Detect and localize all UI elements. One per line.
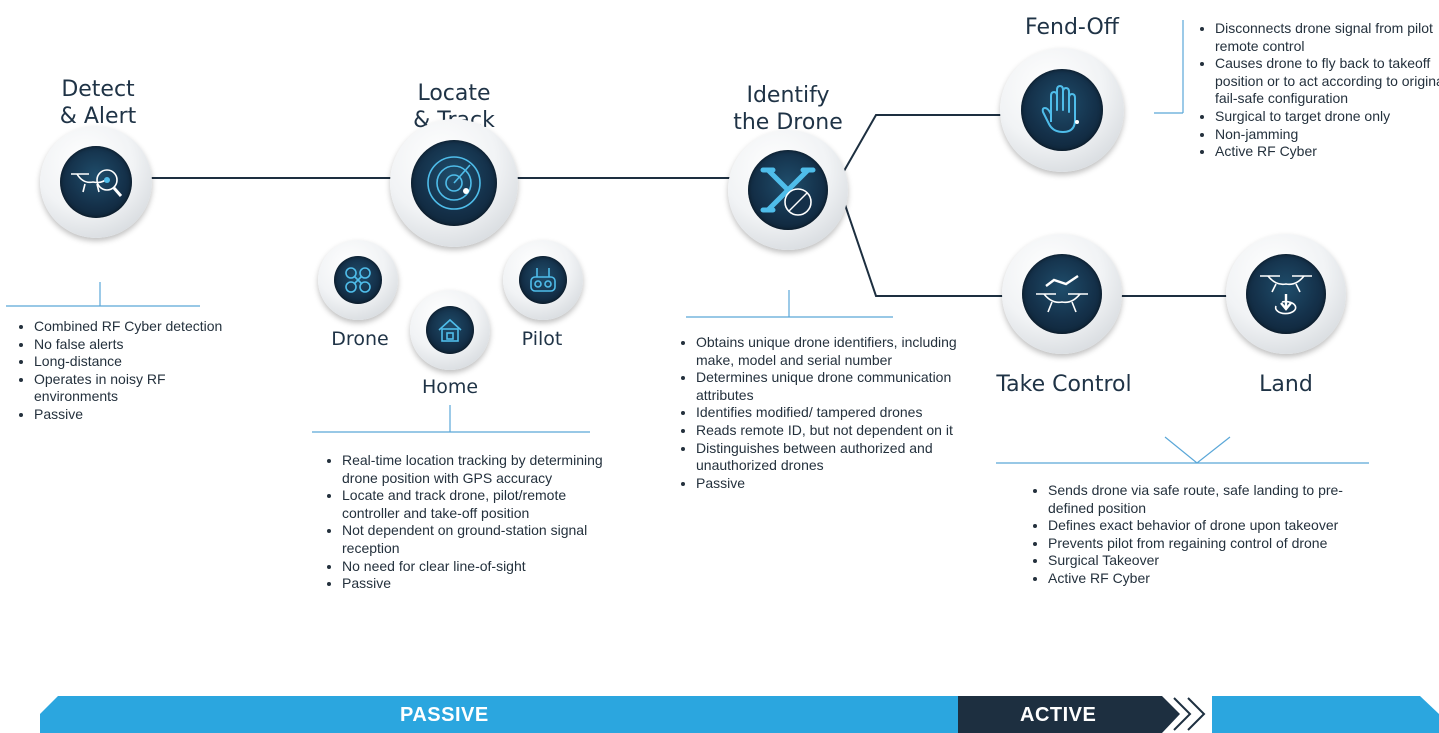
bullet-item: Passive (342, 575, 606, 593)
bullet-item: Sends drone via safe route, safe landing… (1048, 482, 1368, 517)
locate-node (390, 119, 518, 247)
land-node (1226, 234, 1346, 354)
bullet-item: Defines exact behavior of drone upon tak… (1048, 517, 1368, 535)
active-arrow-chevron-2 (1187, 697, 1206, 731)
identify-bullets: Obtains unique drone identifiers, includ… (676, 334, 972, 492)
drone-icon (345, 267, 371, 293)
bullet-item: Long-distance (34, 353, 234, 371)
home-icon (438, 318, 462, 342)
bullet-item: Obtains unique drone identifiers, includ… (696, 334, 972, 369)
fendoff-title: Fend-Off (1025, 15, 1119, 40)
bullet-item: Prevents pilot from regaining control of… (1048, 535, 1368, 553)
detect-bullets: Combined RF Cyber detection No false ale… (14, 318, 234, 424)
bullet-item: Non-jamming (1215, 126, 1439, 144)
bullet-item: Surgical Takeover (1048, 552, 1368, 570)
bullet-item: No false alerts (34, 336, 234, 354)
bullet-item: Determines unique drone communication at… (696, 369, 972, 404)
locate-drone-label: Drone (331, 328, 389, 350)
takecontrol-label: Take Control (996, 372, 1132, 397)
hand-stop-icon (1041, 85, 1079, 133)
locate-drone-node (318, 240, 398, 320)
bullet-item: Real-time location tracking by determini… (342, 452, 606, 487)
locate-pilot-label: Pilot (521, 328, 563, 350)
detect-node (40, 126, 152, 238)
bullet-item: Reads remote ID, but not dependent on it (696, 422, 972, 440)
bullet-item: Passive (34, 406, 234, 424)
land-label: Land (1259, 372, 1313, 397)
bullet-item: Passive (696, 475, 972, 493)
fendoff-node (1000, 48, 1124, 172)
locate-home-label: Home (421, 376, 479, 398)
bullet-item: No need for clear line-of-sight (342, 558, 606, 576)
bullet-item: Surgical to target drone only (1215, 108, 1439, 126)
radar-icon (427, 156, 481, 210)
detect-title: Detect & Alert (59, 77, 137, 129)
remote-controller-icon (530, 268, 556, 292)
drone-identify-icon (760, 167, 816, 216)
drone-takeover-icon (1036, 275, 1088, 313)
bullet-item: Combined RF Cyber detection (34, 318, 234, 336)
bullet-item: Disconnects drone signal from pilot remo… (1215, 20, 1439, 55)
bullet-item: Active RF Cyber (1048, 570, 1368, 588)
bullet-item: Causes drone to fly back to takeoff posi… (1215, 55, 1439, 108)
passive-label: PASSIVE (400, 704, 489, 726)
connector-identify-takecontrol (839, 189, 1004, 297)
bullet-item: Not dependent on ground-station signal r… (342, 522, 606, 557)
fendoff-bullets: Disconnects drone signal from pilot remo… (1195, 20, 1439, 161)
drone-magnifier-icon (71, 169, 123, 197)
active-arrow-chevron-1 (1173, 697, 1192, 731)
active-label: ACTIVE (1020, 704, 1097, 726)
land-bullets: Sends drone via safe route, safe landing… (1028, 482, 1368, 588)
bullet-item: Distinguishes between authorized and una… (696, 440, 972, 475)
land-callout-chevron (1164, 436, 1231, 464)
bullet-item: Active RF Cyber (1215, 143, 1439, 161)
bullet-item: Identifies modified/ tampered drones (696, 404, 972, 422)
identify-node (728, 130, 848, 250)
passive-bar (40, 696, 958, 733)
passive-bar-right (1212, 696, 1439, 733)
drone-landing-icon (1260, 275, 1312, 315)
locate-home-node (410, 290, 490, 370)
active-bar (958, 696, 1180, 733)
connector-identify-fendoff (839, 114, 1004, 179)
bullet-item: Locate and track drone, pilot/remote con… (342, 487, 606, 522)
locate-bullets: Real-time location tracking by determini… (322, 452, 606, 593)
takecontrol-node (1002, 234, 1122, 354)
locate-pilot-node (503, 240, 583, 320)
bullet-item: Operates in noisy RF environments (34, 371, 234, 406)
identify-title: Identify the Drone (733, 83, 843, 135)
